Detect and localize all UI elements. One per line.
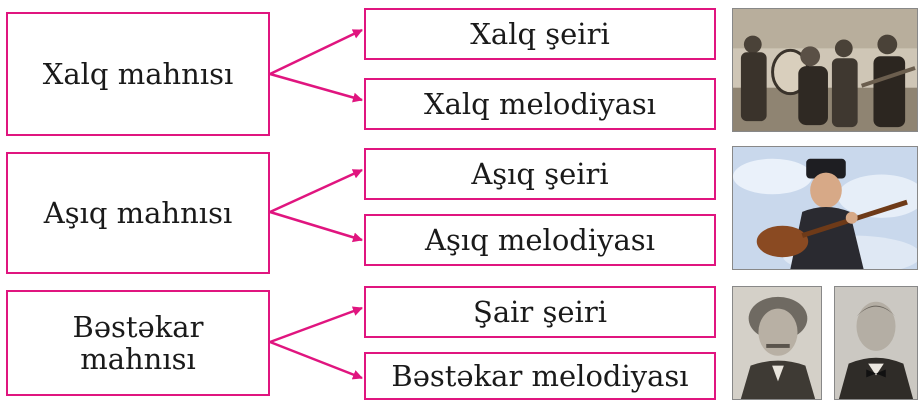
arrow-row2-top [269,168,363,214]
source-label: Aşıq mahnısı [43,195,233,230]
target-box-folk-melody: Xalq melodiyası [364,78,716,130]
target-label: Xalq melodiyası [423,86,657,121]
target-label: Aşıq melodiyası [425,222,655,257]
source-label-line2: mahnısı [80,342,196,376]
source-box-folk-song: Xalq mahnısı [6,12,270,136]
target-label: Şair şeiri [473,294,607,329]
target-label: Bəstəkar melodiyası [391,358,689,393]
target-box-ashiq-poem: Aşıq şeiri [364,148,716,200]
arrow-row2-bottom [269,210,363,243]
arrow-row3-top [269,306,363,344]
composer-portrait-icon [834,286,918,400]
poet-portrait-icon [732,286,822,400]
target-box-composer-melody: Bəstəkar melodiyası [364,352,716,400]
arrow-row1-bottom [269,72,363,103]
arrow-row1-top [269,28,363,76]
source-label: Xalq mahnısı [42,56,234,91]
target-box-poet-poem: Şair şeiri [364,286,716,338]
arrow-row3-bottom [269,340,363,380]
source-box-composer-song: Bəstəkar mahnısı [6,290,270,396]
source-box-ashiq-song: Aşıq mahnısı [6,152,270,274]
folk-musicians-photo-icon [732,8,918,132]
ashiq-with-saz-painting-icon [732,146,918,270]
target-box-ashiq-melody: Aşıq melodiyası [364,214,716,266]
target-label: Aşıq şeiri [471,156,609,191]
target-box-folk-poem: Xalq şeiri [364,8,716,60]
source-label-line1: Bəstəkar [72,309,204,344]
target-label: Xalq şeiri [470,16,610,51]
